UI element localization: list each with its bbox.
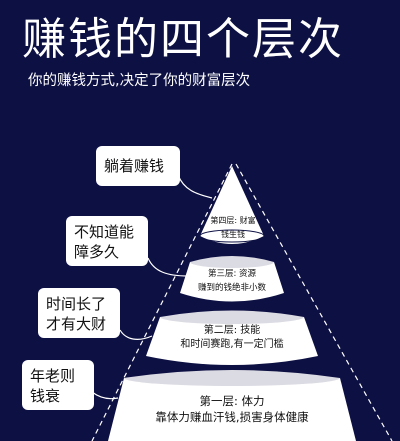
layer-3-text: 第三层: 资源 赚到的钱绝非小数 [190,267,274,295]
pyramid-layer-4-rim [199,229,265,243]
callout-layer-1-line2: 钱衰 [30,387,61,405]
callout-layer-2-line2: 才有大财 [46,315,107,333]
pyramid-outline-left [91,163,233,441]
callout-layer-2: 时间长了 才有大财 [38,288,120,338]
callout-layer-2-line1: 时间长了 [46,295,107,313]
pyramid-layer-3 [180,256,284,302]
pyramid-outline-right [235,163,393,441]
callout-layer-1: 年老则 钱衰 [22,360,94,410]
connector-layer-4 [177,174,213,199]
pyramid-layer-4 [200,166,264,244]
layer-2-text: 第二层: 技能 和时间赛跑,有一定门槛 [160,324,304,352]
layer-1-description: 靠体力赚血汗钱,损害身体健康 [155,410,309,424]
layer-4-label: 第四层: 财富 [210,216,256,225]
layer-1-text: 第一层: 体力 靠体力赚血汗钱,损害身体健康 [124,393,340,425]
pyramid-layer-2-rim [160,310,304,324]
pyramid-layer-2 [146,310,318,365]
layer-1-label: 第一层: 体力 [199,394,265,408]
connector-layer-3 [147,257,189,277]
layer-4-text: 第四层: 财富 钱生钱 [206,214,260,242]
pyramid-layer-1 [108,370,356,441]
layer-2-label: 第二层: 技能 [203,325,261,336]
callout-layer-3-line1: 不知道能 [74,223,135,241]
callout-layer-4-line1: 躺着赚钱 [104,157,165,175]
layer-3-label: 第三层: 资源 [207,269,257,279]
layer-4-description: 钱生钱 [221,230,245,239]
page-title: 赚钱的四个层次 [22,14,344,65]
layer-3-description: 赚到的钱绝非小数 [197,283,266,293]
pyramid-layer-3-rim [190,256,274,268]
pyramid-layer-1-rim [124,370,340,386]
connector-layer-2 [119,329,153,340]
callout-layer-4: 躺着赚钱 [96,146,180,186]
page-subtitle: 你的赚钱方式,决定了你的财富层次 [28,73,251,89]
callout-layer-1-line1: 年老则 [30,367,76,385]
callout-layer-3-line2: 障多久 [74,243,120,261]
layer-2-description: 和时间赛跑,有一定门槛 [180,339,284,350]
connector-layer-1 [91,391,119,400]
callout-layer-3: 不知道能 障多久 [66,216,148,266]
